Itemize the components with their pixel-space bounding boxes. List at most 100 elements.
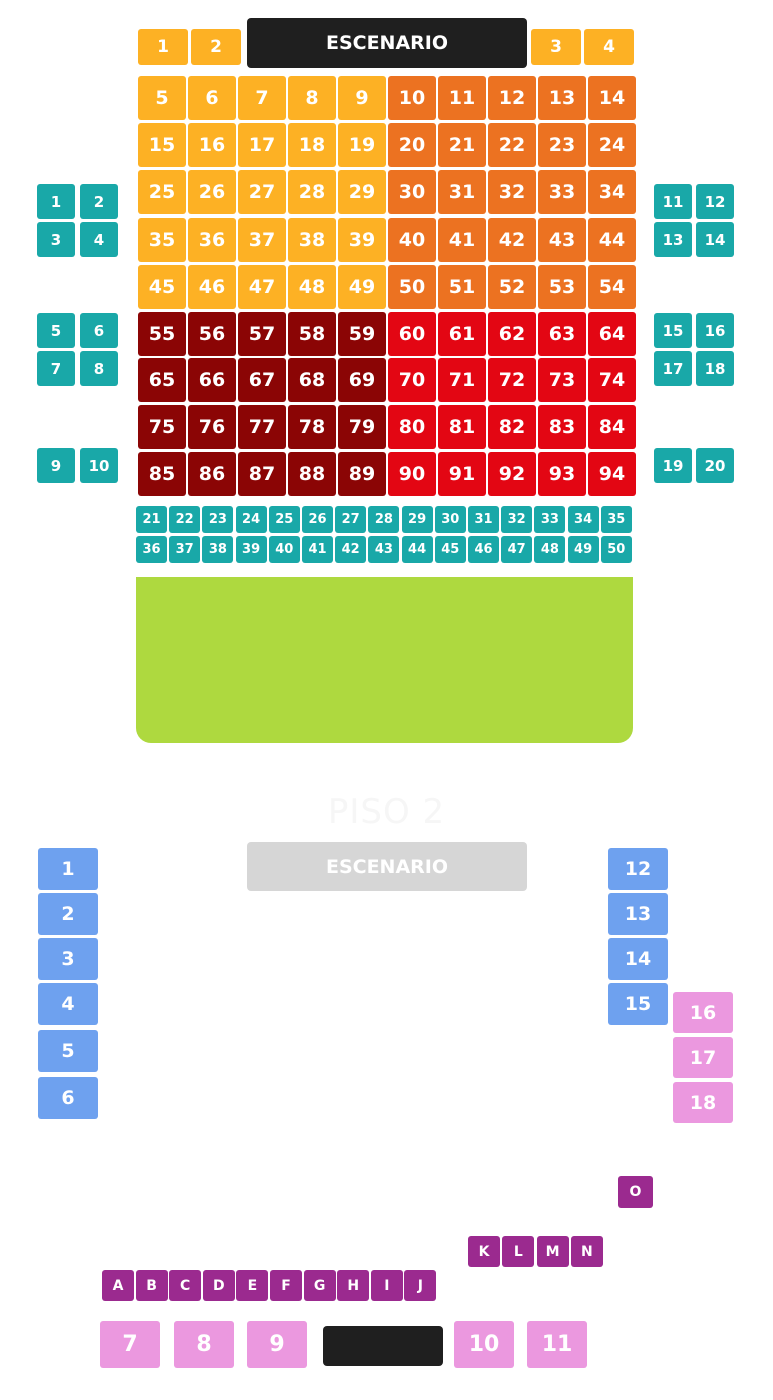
seat-44[interactable]: 44 [588,218,636,262]
seat-67[interactable]: 67 [238,358,286,402]
seat-80[interactable]: 80 [388,405,436,449]
general-floor-area[interactable] [136,577,633,743]
box-rear-36[interactable]: 36 [136,536,167,563]
box-left-7[interactable]: 7 [37,351,75,386]
seat-E[interactable]: E [236,1270,269,1301]
seat-M[interactable]: M [536,1236,569,1267]
box-rear-40[interactable]: 40 [268,536,300,563]
box-rear-31[interactable]: 31 [468,506,499,533]
seat-61[interactable]: 61 [438,312,486,356]
seat-G[interactable]: G [303,1270,336,1301]
seat-34[interactable]: 34 [588,170,636,214]
seat-68[interactable]: 68 [288,358,336,402]
seat-9[interactable]: 9 [338,76,386,120]
box-rear-37[interactable]: 37 [169,536,201,563]
seat-53[interactable]: 53 [538,265,586,309]
seat-45[interactable]: 45 [138,265,186,309]
box-rear-39[interactable]: 39 [235,536,267,563]
box-right-17[interactable]: 17 [654,351,692,386]
seat-5[interactable]: 5 [138,76,186,120]
seat-60[interactable]: 60 [388,312,436,356]
seat-J[interactable]: J [404,1270,437,1301]
box-rear-25[interactable]: 25 [268,506,300,533]
seat-90[interactable]: 90 [388,452,436,496]
seat-40[interactable]: 40 [388,218,436,262]
seat-8[interactable]: 8 [288,76,336,120]
box-floor2-6[interactable]: 6 [38,1077,98,1119]
seat-56[interactable]: 56 [188,312,236,356]
box-floor2-12[interactable]: 12 [608,848,668,890]
seat-49[interactable]: 49 [338,265,386,309]
seat-O[interactable]: O [618,1176,653,1208]
box-right-18[interactable]: 18 [696,351,734,386]
seat-front-2[interactable]: 2 [191,29,241,65]
seat-front-4[interactable]: 4 [584,29,634,65]
box-right-11[interactable]: 11 [654,184,692,219]
box-rear-42[interactable]: 42 [335,536,367,563]
seat-D[interactable]: D [202,1270,235,1301]
seat-33[interactable]: 33 [538,170,586,214]
seat-62[interactable]: 62 [488,312,536,356]
seat-I[interactable]: I [370,1270,403,1301]
box-floor2-2[interactable]: 2 [38,893,98,935]
box-rear-21[interactable]: 21 [136,506,167,533]
seat-59[interactable]: 59 [338,312,386,356]
seat-N[interactable]: N [570,1236,603,1267]
seat-91[interactable]: 91 [438,452,486,496]
seat-21[interactable]: 21 [438,123,486,167]
seat-92[interactable]: 92 [488,452,536,496]
box-floor2-11[interactable]: 11 [527,1321,587,1368]
seat-13[interactable]: 13 [538,76,586,120]
seat-47[interactable]: 47 [238,265,286,309]
box-floor2-18[interactable]: 18 [673,1082,733,1123]
seat-A[interactable]: A [102,1270,134,1301]
seat-23[interactable]: 23 [538,123,586,167]
box-floor2-7[interactable]: 7 [100,1321,160,1368]
box-rear-45[interactable]: 45 [434,536,466,563]
seat-63[interactable]: 63 [538,312,586,356]
box-rear-33[interactable]: 33 [534,506,566,533]
seat-84[interactable]: 84 [588,405,636,449]
box-rear-48[interactable]: 48 [534,536,566,563]
seat-19[interactable]: 19 [338,123,386,167]
seat-43[interactable]: 43 [538,218,586,262]
box-right-16[interactable]: 16 [696,313,734,348]
seat-74[interactable]: 74 [588,358,636,402]
seat-85[interactable]: 85 [138,452,186,496]
seat-22[interactable]: 22 [488,123,536,167]
box-right-20[interactable]: 20 [696,448,734,483]
box-rear-29[interactable]: 29 [401,506,433,533]
seat-86[interactable]: 86 [188,452,236,496]
seat-39[interactable]: 39 [338,218,386,262]
seat-30[interactable]: 30 [388,170,436,214]
box-floor2-1[interactable]: 1 [38,848,98,890]
seat-71[interactable]: 71 [438,358,486,402]
box-rear-44[interactable]: 44 [401,536,433,563]
seat-27[interactable]: 27 [238,170,286,214]
box-rear-38[interactable]: 38 [202,536,234,563]
box-right-15[interactable]: 15 [654,313,692,348]
seat-11[interactable]: 11 [438,76,486,120]
seat-75[interactable]: 75 [138,405,186,449]
seat-87[interactable]: 87 [238,452,286,496]
box-right-12[interactable]: 12 [696,184,734,219]
seat-29[interactable]: 29 [338,170,386,214]
seat-57[interactable]: 57 [238,312,286,356]
seat-55[interactable]: 55 [138,312,186,356]
seat-94[interactable]: 94 [588,452,636,496]
box-floor2-17[interactable]: 17 [673,1037,733,1078]
box-rear-50[interactable]: 50 [600,536,632,563]
seat-81[interactable]: 81 [438,405,486,449]
seat-51[interactable]: 51 [438,265,486,309]
seat-69[interactable]: 69 [338,358,386,402]
box-right-13[interactable]: 13 [654,222,692,257]
seat-B[interactable]: B [135,1270,168,1301]
seat-38[interactable]: 38 [288,218,336,262]
seat-6[interactable]: 6 [188,76,236,120]
box-left-4[interactable]: 4 [80,222,118,257]
seat-78[interactable]: 78 [288,405,336,449]
box-rear-27[interactable]: 27 [335,506,367,533]
seat-35[interactable]: 35 [138,218,186,262]
seat-83[interactable]: 83 [538,405,586,449]
seat-7[interactable]: 7 [238,76,286,120]
